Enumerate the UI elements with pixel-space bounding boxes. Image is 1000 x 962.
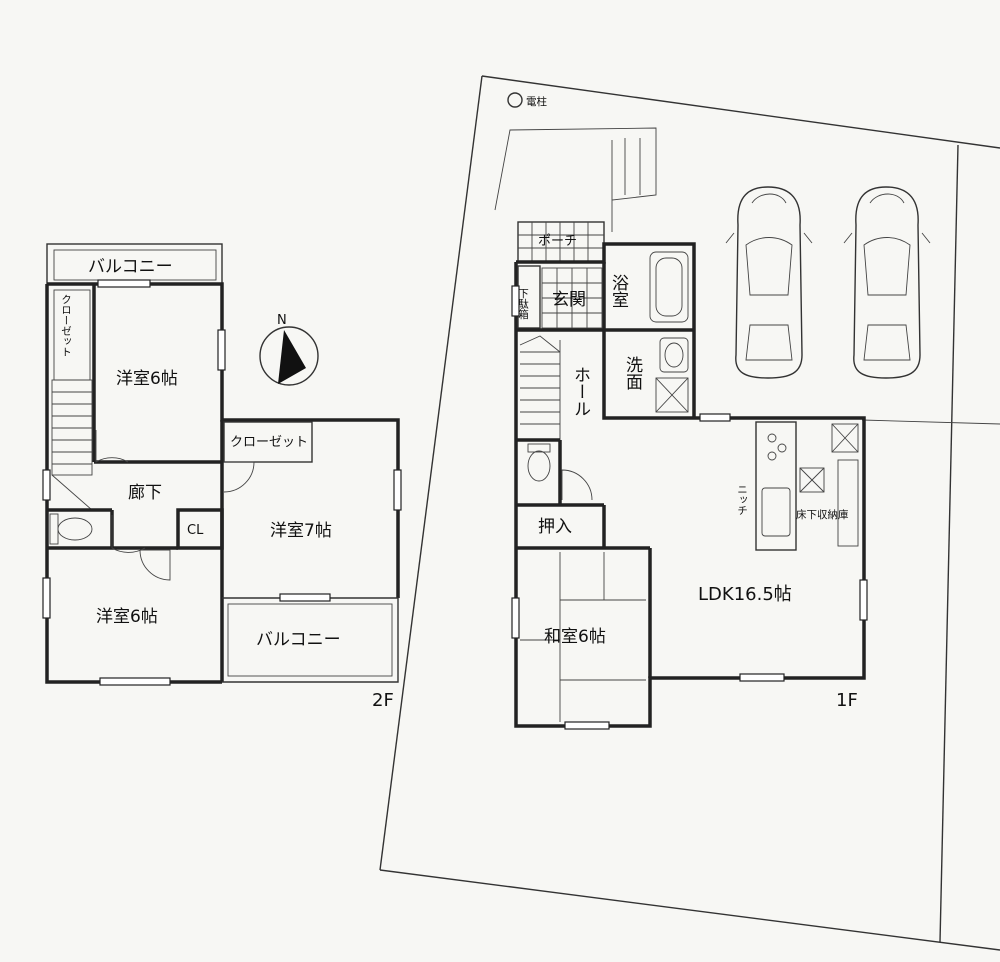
tatami-lines	[520, 552, 646, 722]
underfloor-storage-icon	[799, 467, 825, 493]
room-label-hallway: 廊下	[128, 483, 162, 503]
toilet-icon	[527, 443, 551, 482]
room-label-shoe-box: 下駄箱	[517, 288, 529, 320]
room-label-cl: CL	[187, 523, 204, 538]
entrance-tile-pattern	[541, 267, 603, 329]
washer-icon	[655, 377, 689, 413]
room-label-washitsu: 和室6帖	[544, 627, 606, 647]
bathtub-icon	[649, 251, 689, 323]
compass-north-label: N	[277, 313, 287, 328]
room-label-niche: ニッチ	[736, 484, 748, 516]
room-label-closet-mid: クローゼット	[230, 435, 308, 450]
room-label-porch: ポーチ	[538, 234, 577, 249]
room-label-underfloor-storage: 床下収納庫	[796, 508, 849, 521]
compass-icon	[259, 326, 319, 386]
room-label-bedroom-e: 洋室7帖	[270, 521, 332, 541]
utility-pole-label: 電柱	[526, 95, 547, 108]
utility-pole: 電柱	[507, 92, 547, 108]
porch-tile-pattern	[518, 222, 604, 262]
utility-pole-icon	[507, 92, 523, 108]
room-label-ldk: LDK16.5帖	[698, 584, 792, 605]
room-label-balcony-bottom: バルコニー	[256, 630, 341, 650]
room-label-balcony-top: バルコニー	[88, 257, 173, 277]
room-label-bedroom-sw: 洋室6帖	[96, 607, 158, 627]
room-label-washroom: 洗面	[622, 356, 643, 390]
floor-2f: バルコニー クローゼット 洋室6帖 クローゼット 廊下 CL 洋室7帖 洋室6帖…	[42, 243, 402, 711]
toilet-icon	[49, 513, 93, 545]
room-label-bath: 浴室	[608, 274, 629, 308]
stairs-icon	[519, 335, 561, 440]
floor-1f: ポーチ 下駄箱 玄関 浴室 ホール 洗面 ニッチ 床下収納庫 押入 LDK16.…	[511, 221, 868, 730]
car-icon	[843, 186, 931, 379]
room-label-entrance: 玄関	[552, 290, 586, 310]
stairs-icon	[51, 379, 93, 511]
room-label-closet-left: クローゼット	[60, 294, 72, 357]
room-label-oshiire: 押入	[538, 517, 572, 537]
car-icon	[725, 186, 813, 379]
room-label-hall: ホール	[570, 366, 590, 417]
floor-label-2f: 2F	[372, 690, 394, 711]
floor-label-1f: 1F	[836, 690, 858, 711]
stove-icon	[767, 433, 787, 461]
site-boundary	[379, 75, 1000, 951]
room-label-bedroom-nw: 洋室6帖	[116, 369, 178, 389]
sink-icon	[659, 337, 689, 373]
fridge-icon	[831, 423, 859, 453]
kitchen-sink-icon	[761, 487, 791, 537]
compass: N	[259, 313, 319, 386]
